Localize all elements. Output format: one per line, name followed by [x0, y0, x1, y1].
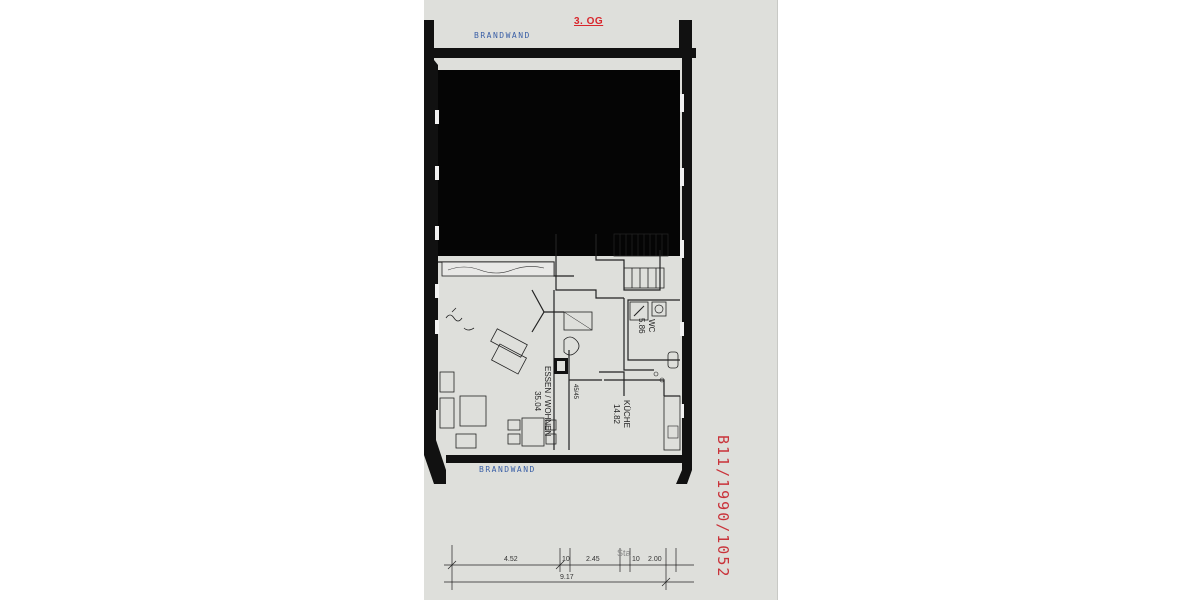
- chimney-flue: [557, 361, 565, 371]
- dimension-total: 9.17: [560, 574, 574, 581]
- floor-plan-drawing: [424, 20, 696, 484]
- fixture-outline: [563, 311, 593, 331]
- shower-drain: [633, 305, 645, 317]
- window: [680, 168, 684, 186]
- window: [435, 166, 439, 180]
- window: [435, 110, 439, 124]
- shower-tray: [629, 301, 649, 321]
- built-in-counter: [441, 261, 555, 277]
- floor-plan-sheet: 3. OG BRANDWAND BRANDWAND ESSEN / WOHNEN…: [424, 0, 777, 600]
- dimension-segment-5: 2.00: [648, 556, 662, 563]
- window: [680, 240, 684, 258]
- redacted-area: [436, 70, 680, 256]
- bottom-wall: [446, 455, 682, 463]
- stove-burner: [653, 371, 659, 377]
- left-wall: [424, 20, 446, 484]
- window: [680, 322, 684, 336]
- toilet: [667, 351, 679, 369]
- partial-stamp: Sta: [617, 548, 631, 558]
- dimension-segment-4: 10: [632, 556, 640, 563]
- washbasin: [651, 301, 667, 317]
- floor-label: 3. OG: [574, 16, 604, 27]
- window: [435, 320, 439, 334]
- dimension-segment-1: 4.52: [504, 556, 518, 563]
- fixture-diagonal: [563, 311, 593, 331]
- staircase: [613, 233, 669, 289]
- top-wall: [434, 48, 696, 58]
- counter-texture: [447, 266, 545, 274]
- washbasin-bowl: [654, 304, 664, 314]
- plan-number-stamp: B11/1990/1052: [714, 435, 732, 579]
- sheet-edge: [777, 0, 778, 600]
- firewall-note-top: BRANDWAND: [474, 31, 531, 40]
- living-furniture: [439, 307, 580, 449]
- dimension-chain: [444, 545, 694, 590]
- window: [680, 404, 684, 418]
- window: [680, 94, 684, 112]
- dimension-segment-3: 2.45: [586, 556, 600, 563]
- stove-burner: [659, 377, 665, 383]
- firewall-note-bottom: BRANDWAND: [479, 465, 536, 474]
- sink: [667, 425, 679, 439]
- dimension-segment-2: 10: [562, 556, 570, 563]
- window: [435, 226, 439, 240]
- window: [435, 284, 439, 298]
- kitchen-counter: [663, 395, 681, 451]
